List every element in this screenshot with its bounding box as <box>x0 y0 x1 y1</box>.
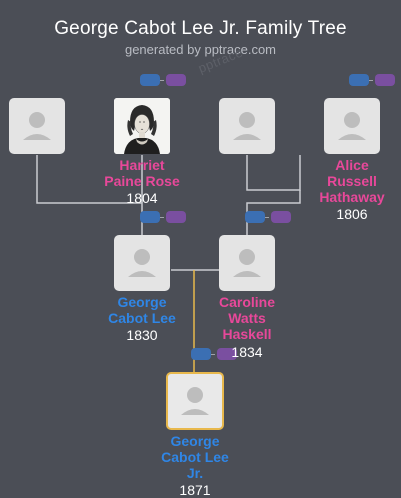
tab-purple[interactable] <box>166 74 186 86</box>
page-title: George Cabot Lee Jr. Family Tree <box>54 18 347 39</box>
tab-link <box>211 354 215 355</box>
tab-purple[interactable] <box>166 211 186 223</box>
portrait-engraving-icon <box>114 98 170 154</box>
person-name-alice[interactable]: Alice Russell Hathaway <box>319 157 385 205</box>
tab-blue[interactable] <box>140 211 160 223</box>
tab-purple[interactable] <box>271 211 291 223</box>
person-silhouette-icon <box>338 112 366 140</box>
tab-link <box>369 80 373 81</box>
person-card-caroline[interactable] <box>219 235 275 291</box>
page-subtitle[interactable]: generated by pptrace.com <box>124 42 277 57</box>
tab-blue[interactable] <box>191 348 211 360</box>
person-card-harriet[interactable] <box>114 98 170 154</box>
person-name-george-sr[interactable]: George Cabot Lee <box>108 294 176 326</box>
tab-purple[interactable] <box>375 74 395 86</box>
connector-grandparents-right <box>246 155 301 191</box>
person-name-george-jr[interactable]: George Cabot Lee Jr. <box>161 433 229 481</box>
person-year-caroline: 1834 <box>231 344 263 360</box>
person-name-caroline[interactable]: Caroline Watts Haskell <box>218 294 275 342</box>
tab-link <box>160 80 164 81</box>
person-silhouette-icon <box>23 112 51 140</box>
tab-link <box>160 217 164 218</box>
person-year-george-sr: 1830 <box>126 327 158 343</box>
person-silhouette-icon <box>233 112 261 140</box>
person-card-george-sr[interactable] <box>114 235 170 291</box>
portrait-image <box>114 98 170 154</box>
person-silhouette-icon <box>233 249 261 277</box>
tab-blue[interactable] <box>349 74 369 86</box>
tab-purple[interactable] <box>217 348 237 360</box>
person-card-alice[interactable] <box>324 98 380 154</box>
person-card-unknown-2[interactable] <box>219 98 275 154</box>
tab-blue[interactable] <box>140 74 160 86</box>
tab-blue[interactable] <box>245 211 265 223</box>
person-year-alice: 1806 <box>336 206 368 222</box>
person-name-harriet[interactable]: Harriet Paine Rose <box>104 157 180 189</box>
person-card-george-jr[interactable] <box>166 372 224 430</box>
tab-link <box>265 217 269 218</box>
person-silhouette-icon <box>128 249 156 277</box>
person-silhouette-icon <box>181 387 209 415</box>
person-year-harriet: 1804 <box>126 190 158 206</box>
person-card-unknown-1[interactable] <box>9 98 65 154</box>
person-year-george-jr: 1871 <box>179 482 211 498</box>
